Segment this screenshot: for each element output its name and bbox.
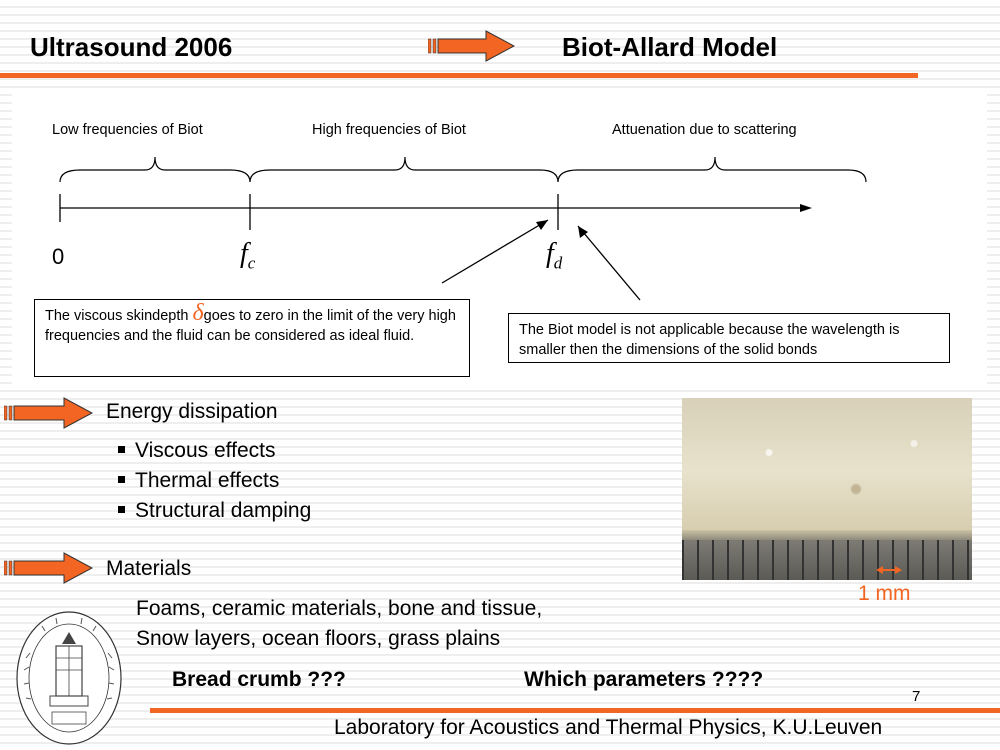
axis-zero-label: 0 [52, 244, 65, 269]
fc-label-base: f [240, 238, 248, 269]
range-label-high: High frequencies of Biot [312, 122, 466, 138]
fd-label-sub: d [553, 253, 563, 273]
energy-item-label: Thermal effects [135, 469, 280, 492]
note-biot-not-applicable: The Biot model is not applicable because… [508, 313, 950, 363]
note-left-text-2: goes to zero in the limit of the very hi… [45, 308, 456, 344]
energy-item-label: Structural damping [135, 499, 312, 522]
note-left-text-1: The viscous skindepth [45, 308, 193, 324]
header-arrow-icon [428, 30, 516, 62]
materials-line-2: Snow layers, ocean floors, grass plains [136, 627, 501, 650]
axis-arrowhead [800, 204, 812, 212]
note-right-text: The Biot model is not applicable because… [519, 322, 900, 358]
slide-title-right: Biot-Allard Model [562, 32, 778, 62]
energy-item-thermal: Thermal effects [118, 469, 279, 493]
delta-symbol: δ [192, 300, 204, 326]
materials-arrow-icon [4, 552, 94, 584]
note-viscous-skindepth: The viscous skindepth δgoes to zero in t… [34, 299, 470, 377]
ruler-edge [682, 530, 972, 540]
ruler-scale [682, 540, 972, 580]
materials-heading: Materials [106, 557, 192, 580]
page-number: 7 [912, 688, 921, 705]
brace-scattering [557, 156, 867, 183]
bullet-square-icon [118, 505, 125, 513]
energy-item-viscous: Viscous effects [118, 439, 275, 463]
range-label-low: Low frequencies of Biot [52, 122, 203, 138]
scale-double-arrow-icon [876, 566, 902, 574]
range-label-scattering: Attuenation due to scattering [612, 122, 797, 138]
pointer-left [441, 219, 549, 284]
header-divider [0, 73, 918, 78]
energy-dissipation-heading: Energy dissipation [106, 400, 278, 423]
fc-label-sub: c [247, 253, 256, 273]
footer-lab-name: Laboratory for Acoustics and Thermal Phy… [334, 716, 883, 739]
university-seal-logo [16, 611, 122, 745]
materials-line-1: Foams, ceramic materials, bone and tissu… [136, 597, 543, 620]
fd-label-base: f [546, 238, 554, 269]
brace-low [59, 156, 251, 183]
fc-label: fc [240, 238, 255, 274]
scale-label: 1 mm [858, 582, 911, 605]
bread-crumb-question: Bread crumb ??? [172, 668, 346, 691]
parameters-question: Which parameters ???? [524, 668, 764, 691]
bread-crumb-photo [682, 398, 972, 580]
fd-label: fd [546, 238, 562, 274]
footer-divider [150, 708, 1000, 713]
bullet-square-icon [118, 475, 125, 483]
energy-item-label: Viscous effects [135, 439, 276, 462]
brace-high [249, 156, 559, 183]
energy-item-structural: Structural damping [118, 499, 311, 523]
slide-title-left: Ultrasound 2006 [30, 32, 233, 62]
bullet-square-icon [118, 445, 125, 453]
pointer-right [577, 225, 641, 301]
frequency-axis-diagram [59, 156, 867, 301]
energy-arrow-icon [4, 397, 94, 429]
